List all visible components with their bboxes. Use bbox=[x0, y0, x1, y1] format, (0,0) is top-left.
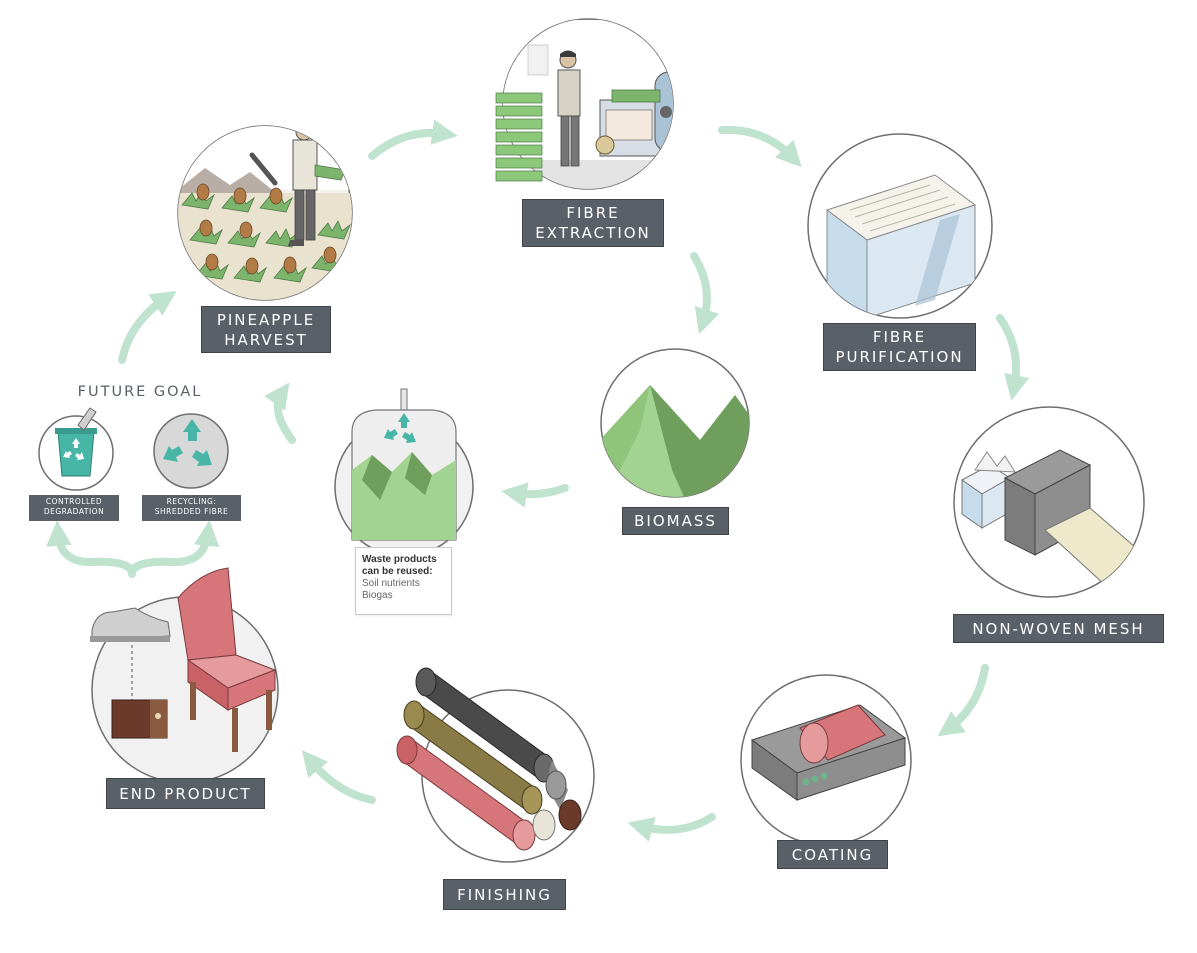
waste-tank-illustration bbox=[334, 388, 474, 557]
coating-label-text: COATING bbox=[791, 846, 874, 864]
controlled-degradation-line1: CONTROLLED bbox=[45, 497, 103, 506]
recycling-illustration bbox=[153, 413, 229, 489]
pineapple-harvest-illustration bbox=[177, 125, 353, 301]
arrow-finishing-to-end bbox=[301, 750, 376, 804]
pineapple-harvest-label-line2: HARVEST bbox=[224, 331, 308, 349]
waste-products-note: Waste products can be reused: Soil nutri… bbox=[355, 547, 452, 615]
biomass-label-text: BIOMASS bbox=[634, 512, 717, 530]
waste-item: Biogas bbox=[362, 590, 393, 601]
pineapple-harvest-label-line1: PINEAPPLE bbox=[216, 311, 316, 329]
shoe-icon bbox=[90, 607, 171, 642]
non-woven-mesh-label-text: NON-WOVEN MESH bbox=[972, 620, 1145, 638]
coating-label: COATING bbox=[777, 840, 888, 869]
fibre-purification-label-line2: PURIFICATION bbox=[835, 348, 964, 366]
end-product-label: END PRODUCT bbox=[106, 778, 265, 809]
finishing-label-text: FINISHING bbox=[457, 886, 552, 904]
chair-icon bbox=[177, 567, 277, 752]
arrow-mesh-to-coating bbox=[937, 664, 989, 737]
non-woven-mesh-label: NON-WOVEN MESH bbox=[953, 614, 1164, 643]
pineapple-leaf-stack bbox=[495, 92, 543, 182]
non-woven-mesh-illustration bbox=[953, 406, 1145, 598]
fibre-extraction-label-line2: EXTRACTION bbox=[535, 224, 651, 242]
arrow-coating-to-finishing bbox=[627, 813, 716, 842]
waste-title-line1: Waste products bbox=[362, 554, 437, 565]
pineapple-harvest-label: PINEAPPLE HARVEST bbox=[201, 306, 331, 353]
arrow-harvest-to-extraction bbox=[368, 119, 458, 160]
recycle-icon bbox=[163, 419, 212, 466]
waste-title-line2: can be reused: bbox=[362, 566, 433, 577]
fibre-purification-label-line1: FIBRE bbox=[872, 328, 927, 346]
fibre-purification-illustration bbox=[807, 133, 993, 319]
arrow-purification-to-mesh bbox=[996, 314, 1030, 401]
arrow-goal-to-harvest bbox=[118, 290, 177, 364]
arrow-end-split-right bbox=[128, 520, 220, 578]
arrow-end-split-left bbox=[46, 520, 136, 578]
controlled-degradation-illustration bbox=[38, 407, 114, 491]
recycling-label: RECYCLING: SHREDDED FIBRE bbox=[142, 495, 241, 521]
bag-icon bbox=[111, 699, 168, 739]
recycling-line1: RECYCLING: bbox=[166, 497, 217, 506]
bin-icon bbox=[55, 407, 97, 477]
arrow-extraction-to-purification bbox=[718, 125, 802, 168]
fibre-purification-label: FIBRE PURIFICATION bbox=[823, 323, 976, 371]
recycle-icon bbox=[384, 413, 416, 443]
fibre-extraction-illustration bbox=[495, 18, 674, 190]
arrow-tank-to-harvest bbox=[264, 382, 296, 444]
controlled-degradation-line2: DEGRADATION bbox=[43, 507, 105, 516]
fibre-extraction-label: FIBRE EXTRACTION bbox=[522, 199, 664, 247]
arrow-biomass-to-tank bbox=[501, 482, 569, 508]
controlled-degradation-label: CONTROLLED DEGRADATION bbox=[29, 495, 119, 521]
waste-item: Soil nutrients bbox=[362, 578, 420, 589]
arrow-extraction-to-biomass bbox=[690, 252, 720, 335]
finishing-illustration bbox=[396, 667, 595, 863]
fabric-rolls bbox=[396, 667, 582, 851]
biomass-label: BIOMASS bbox=[622, 507, 729, 535]
recycling-line2: SHREDDED FIBRE bbox=[154, 507, 229, 516]
flow-arrows bbox=[46, 119, 1030, 842]
coating-illustration bbox=[740, 674, 912, 846]
fibre-extraction-label-line1: FIBRE bbox=[566, 204, 620, 222]
finishing-label: FINISHING bbox=[443, 879, 566, 910]
end-product-illustration bbox=[90, 567, 279, 784]
future-goal-title: FUTURE GOAL bbox=[77, 384, 203, 400]
biomass-illustration bbox=[600, 348, 750, 498]
end-product-label-text: END PRODUCT bbox=[119, 785, 252, 803]
